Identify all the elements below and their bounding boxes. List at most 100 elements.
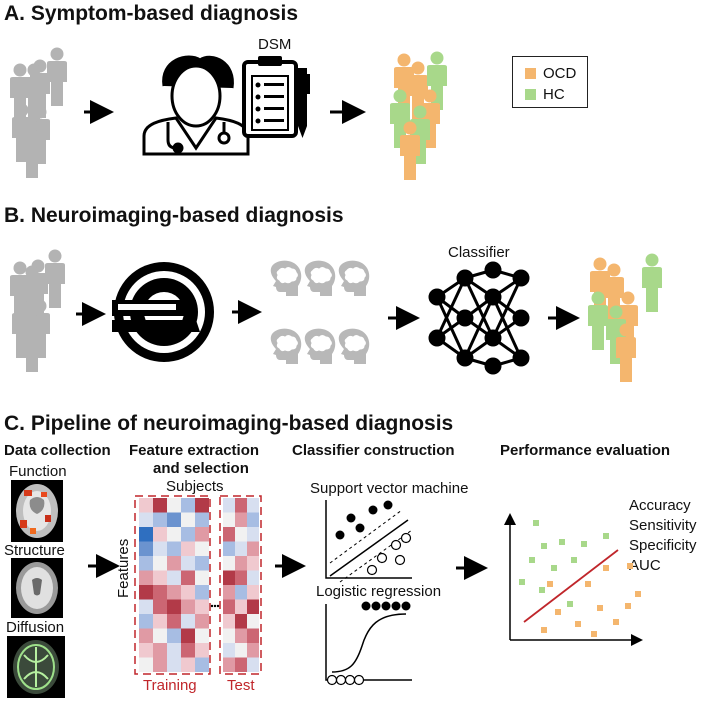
svm-point-class2 — [394, 554, 406, 566]
ocd-point — [541, 627, 547, 633]
heatmap-cell — [247, 614, 259, 629]
heatmap-cell — [181, 585, 195, 600]
ocd-point — [635, 591, 641, 597]
heatmap-cell — [195, 498, 209, 513]
heatmap-cell — [195, 628, 209, 643]
heatmap-cell — [153, 599, 167, 614]
svm-point-class2 — [390, 539, 402, 551]
heatmap-cell — [139, 599, 153, 614]
data-collection-heading: Data collection — [4, 442, 111, 459]
hc-point — [581, 541, 587, 547]
heatmap-cell — [247, 643, 259, 658]
heatmap-cell — [223, 643, 235, 658]
test-label: Test — [227, 677, 255, 694]
performance-plot — [504, 513, 643, 646]
diagnosed-population-a — [390, 51, 447, 180]
heatmap-cell — [247, 527, 259, 542]
lr-point-class1 — [381, 601, 391, 611]
brain-image-diffusion — [7, 636, 65, 698]
heatmap-cell — [167, 527, 181, 542]
heatmap-cell — [139, 498, 153, 513]
heatmap-cell — [223, 628, 235, 643]
heatmap-cell — [139, 657, 153, 672]
ocd-point — [555, 609, 561, 615]
heatmap-cell — [235, 657, 247, 672]
heatmap-cell — [247, 570, 259, 585]
heatmap-cell — [235, 512, 247, 527]
person-icon — [45, 249, 65, 308]
heatmap-cell — [195, 512, 209, 527]
heatmap-cell — [195, 643, 209, 658]
heatmap-cell — [235, 599, 247, 614]
diagnosed-population-b — [588, 253, 662, 382]
input-population-b — [10, 249, 65, 372]
heatmap-cell — [167, 599, 181, 614]
legend-swatch-hc — [525, 89, 536, 100]
brain-head-icon — [270, 328, 302, 365]
heatmap-cell — [235, 498, 247, 513]
heatmap-cell — [181, 599, 195, 614]
heatmap-cell — [153, 512, 167, 527]
heatmap-cell — [153, 556, 167, 571]
lr-label: Logistic regression — [316, 583, 442, 600]
metric-accuracy: Accuracy — [629, 497, 691, 514]
classifier-label: Classifier — [448, 244, 510, 261]
heatmap-cell — [235, 614, 247, 629]
legend-label-ocd: OCD — [543, 65, 577, 82]
heatmap-cell — [195, 585, 209, 600]
heatmap-cell — [153, 614, 167, 629]
training-label: Training — [143, 677, 197, 694]
heatmap-cell — [167, 512, 181, 527]
hc-point — [559, 539, 565, 545]
heatmap-cell — [235, 527, 247, 542]
heatmap-cell — [153, 657, 167, 672]
input-population-a — [10, 47, 67, 178]
metric-specificity: Specificity — [629, 537, 697, 554]
pen-icon — [298, 68, 310, 138]
heatmap-cell — [139, 527, 153, 542]
heatmap-cell — [167, 585, 181, 600]
heatmap-cell — [235, 628, 247, 643]
heatmap-cell — [153, 570, 167, 585]
heatmap-cell — [195, 527, 209, 542]
hc-point — [567, 601, 573, 607]
heatmap-cell — [247, 512, 259, 527]
heatmap-cell — [223, 527, 235, 542]
section-c-title: C. Pipeline of neuroimaging-based diagno… — [4, 412, 454, 435]
heatmap-cell — [181, 512, 195, 527]
subjects-label: Subjects — [166, 478, 224, 495]
svm-point-class1 — [346, 513, 356, 523]
hc-point — [539, 587, 545, 593]
heatmap-cell — [153, 527, 167, 542]
hc-point — [603, 533, 609, 539]
hc-point — [519, 579, 525, 585]
neural-network-icon — [428, 261, 530, 375]
hc-point — [541, 543, 547, 549]
mri-scanner-icon — [112, 262, 214, 362]
feature-heading-line2: and selection — [153, 460, 249, 477]
heatmap-cell — [167, 541, 181, 556]
svm-point-class2 — [376, 552, 388, 564]
heatmap-cell — [223, 570, 235, 585]
heatmap-cell — [235, 585, 247, 600]
svm-point-class1 — [355, 523, 365, 533]
hc-point — [551, 565, 557, 571]
lr-point-class2 — [335, 674, 347, 686]
training-frame — [134, 495, 211, 675]
modality-label-diffusion: Diffusion — [6, 619, 65, 636]
person-icon — [642, 253, 662, 312]
heatmap-cell — [195, 556, 209, 571]
brain-head-icon — [270, 260, 302, 297]
ocd-point — [575, 621, 581, 627]
heatmap-cell — [195, 614, 209, 629]
brain-image-structure — [11, 558, 63, 618]
heatmap-cell — [223, 541, 235, 556]
heatmap-cell — [167, 657, 181, 672]
heatmap-cell — [167, 498, 181, 513]
feature-heading-line1: Feature extraction — [129, 442, 260, 459]
heatmap-cell — [235, 643, 247, 658]
heatmap-cell — [139, 570, 153, 585]
svm-point-class1 — [383, 500, 393, 510]
heatmap-cell — [181, 527, 195, 542]
